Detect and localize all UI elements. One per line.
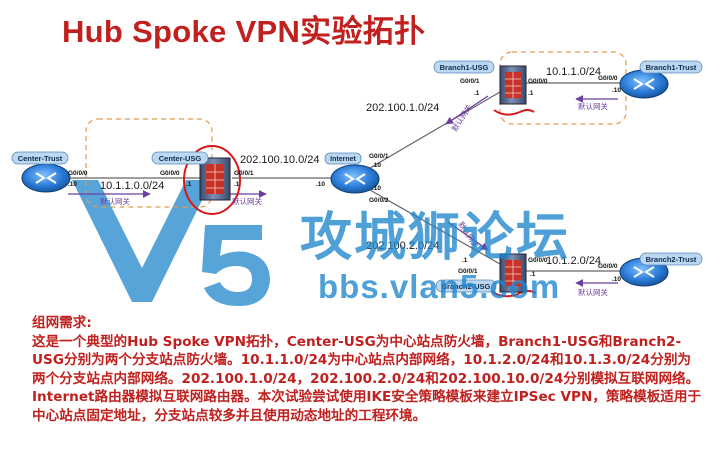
router-icon: [330, 164, 380, 194]
requirements-block: 组网需求: 这是一个典型的Hub Spoke VPN拓扑，Center-USG为…: [32, 314, 702, 426]
device-name-center-usg: Center-USG: [159, 154, 202, 163]
iface-ip: .1: [528, 90, 534, 97]
network-label-branch2-lan: 10.1.2.0/24: [546, 255, 601, 267]
iface-label: G0/0/1: [458, 268, 478, 275]
network-labels: 10.1.1.0.0/24 202.100.10.0/24 202.100.1.…: [100, 66, 601, 267]
network-label-branch1-lan: 10.1.1.0/24: [546, 66, 601, 78]
firewall-icon: [499, 253, 527, 293]
iface-ip: .10: [612, 87, 621, 94]
device-name-center-trust: Center-Trust: [18, 154, 63, 163]
iface-ip: .10: [68, 181, 77, 188]
iface-ip: .1: [462, 257, 468, 264]
requirements-heading: 组网需求:: [32, 315, 92, 331]
default-gw-label: 默认网关: [578, 287, 608, 297]
links: [65, 82, 622, 272]
requirements-body: 这是一个典型的Hub Spoke VPN拓扑，Center-USG为中心站点防火…: [32, 333, 702, 424]
firewall-icon: [199, 157, 231, 201]
device-name-branch2-trust: Branch2-Trust: [646, 255, 697, 264]
watermark-text: 攻城狮论坛: [300, 208, 571, 268]
ink-annotations: [183, 109, 537, 298]
iface-label: G0/0/2: [369, 197, 389, 204]
device-name-internet: Internet: [330, 156, 356, 163]
network-label-branch2-wan: 202.100.2.0/24: [366, 240, 439, 252]
device-name-branch1-usg: Branch1-USG: [440, 63, 489, 72]
iface-label: G0/0/1: [369, 153, 389, 160]
iface-label: G0/0/1: [460, 78, 480, 85]
iface-label: G0/0/1: [234, 170, 254, 177]
center-site-box: [85, 118, 213, 208]
iface-label: G0/0/0: [528, 257, 548, 264]
page-title: Hub Spoke VPN实验拓扑: [62, 14, 426, 49]
iface-ip: .10: [612, 276, 621, 283]
default-gw-label: 默认网关: [449, 102, 474, 133]
device-name-branch2-usg: Branch2-USG: [442, 282, 491, 291]
watermark-url: bbs.vlan5.com: [318, 268, 561, 305]
iface-ip: .1: [530, 271, 536, 278]
iface-label: G0/0/0: [68, 170, 88, 177]
router-icon: [619, 69, 669, 99]
iface-ip: .10: [372, 185, 381, 192]
firewall-icon: [499, 65, 527, 105]
iface-label: G0/0/0: [598, 75, 618, 82]
iface-ip: .1: [234, 181, 240, 188]
iface-ip: .10: [316, 181, 325, 188]
router-icon: [21, 163, 71, 193]
network-label-branch1-wan: 202.100.1.0/24: [366, 102, 439, 114]
watermark-logo: [72, 180, 270, 306]
default-gw-label: 默认网关: [578, 101, 608, 111]
default-gw-label: 默认网关: [232, 196, 262, 206]
device-tags: Center-Trust Center-USG Internet Branch1…: [11, 60, 703, 293]
iface-label: G0/0/0: [160, 170, 180, 177]
iface-ip: .1: [474, 90, 480, 97]
interface-labels: G0/0/0 .10 G0/0/0 .1 G0/0/1 .1 .10 G0/0/…: [68, 75, 621, 283]
network-label-center-lan: 10.1.1.0.0/24: [100, 180, 164, 192]
iface-label: G0/0/0: [598, 263, 618, 270]
iface-label: G0/0/0: [528, 78, 548, 85]
default-gw-label: 默认网关: [100, 196, 130, 206]
device-name-branch1-trust: Branch1-Trust: [646, 63, 697, 72]
iface-ip: .1: [186, 181, 192, 188]
iface-ip: .10: [372, 162, 381, 169]
network-label-center-wan: 202.100.10.0/24: [240, 154, 320, 166]
